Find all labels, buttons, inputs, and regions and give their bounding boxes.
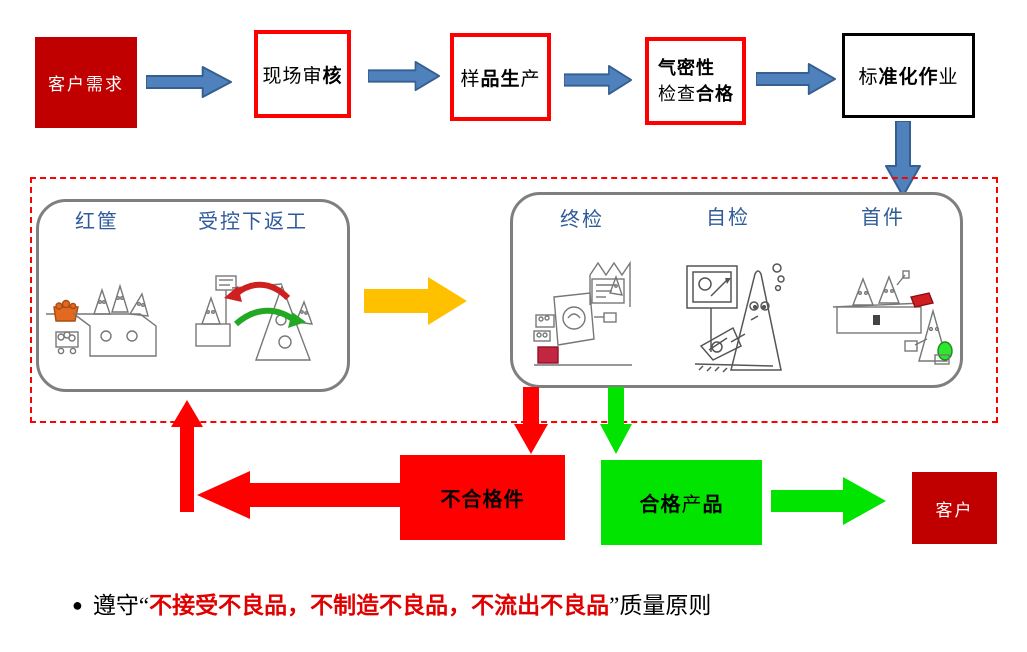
quote-open: “ [138,593,150,618]
standardized-text: 标 [858,67,879,88]
onsite-audit-box: 现场审核 [254,30,351,118]
self-inspection-cartoon [686,263,785,373]
arrow-qualified-to-customer-icon [771,477,886,525]
arrow-containment-to-inspection-icon [364,277,467,325]
defective-parts-label: 不合格件 [440,489,525,511]
qualified-text-bold: 合格 [639,494,682,516]
customer-need-box: 客户需求 [35,37,137,128]
customer-label: 客户 [935,500,974,520]
red-basket-cartoon [46,283,157,357]
quality-principle-line: ● 遵守“不接受不良品，不制造不良品，不流出不良品”质量原则 [72,586,711,620]
arrow-customer-to-audit-icon [146,66,232,98]
arrow-defective-down-icon [514,387,548,454]
airtight-line2: 检查合格 [658,81,734,107]
sample-production-box: 样品生产 [450,33,551,121]
arrow-audit-to-sample-icon [368,60,440,92]
standardized-text-2: 业 [938,67,959,88]
customer-need-label: 客户需求 [48,75,124,94]
arrow-qualified-down-icon [600,387,632,454]
bullet-icon: ● [72,595,83,615]
sample-production-label: 样品生产 [460,64,540,91]
arrow-sample-to-airtight-icon [564,64,632,96]
customer-box: 客户 [912,472,997,544]
onsite-audit-text-bold: 核 [322,65,343,87]
qualified-text-bold-2: 品 [702,494,724,516]
final-inspection-cartoon [533,260,632,366]
airtight-line1: 气密性 [658,57,715,78]
controlled-zone-frame [30,177,998,423]
qualified-products-box: 合格产品 [601,460,762,545]
sample-production-text-bold: 品生 [480,68,521,90]
principle-prefix: 遵守 [92,593,139,618]
principle-suffix: 质量原则 [619,593,712,618]
sample-production-text-2: 产 [520,68,541,90]
standardized-work-box: 标准化作业 [842,33,975,118]
arrow-defective-return-left-icon [197,471,400,519]
arrow-return-up-icon [171,400,203,512]
quote-close: ” [609,593,620,618]
airtight-check-box: 气密性 检查合格 [645,37,746,125]
principle-text: 不接受不良品，不制造不良品，不流出不良品 [149,593,610,618]
rework-label: 受控下返工 [198,211,308,233]
qualified-products-label: 合格产品 [640,488,724,517]
airtight-line2-text: 检查 [658,84,696,104]
first-piece-label: 首件 [861,207,905,229]
airtight-line2-bold: 合格 [696,84,734,104]
standardized-work-label: 标准化作业 [858,62,958,89]
red-basket-label: 红筐 [75,211,119,233]
controlled-rework-cartoon [195,275,314,361]
standardized-text-bold: 准化作 [878,67,939,88]
sample-production-text: 样 [460,68,481,90]
qualified-text: 产 [681,494,703,516]
final-inspection-label: 终检 [560,209,604,231]
defective-parts-box: 不合格件 [400,455,565,540]
self-inspection-label: 自检 [706,207,750,229]
arrow-airtight-to-standard-icon [756,63,836,95]
onsite-audit-label: 现场审核 [262,61,342,88]
onsite-audit-text: 现场审 [262,65,323,87]
first-piece-cartoon [832,270,953,365]
